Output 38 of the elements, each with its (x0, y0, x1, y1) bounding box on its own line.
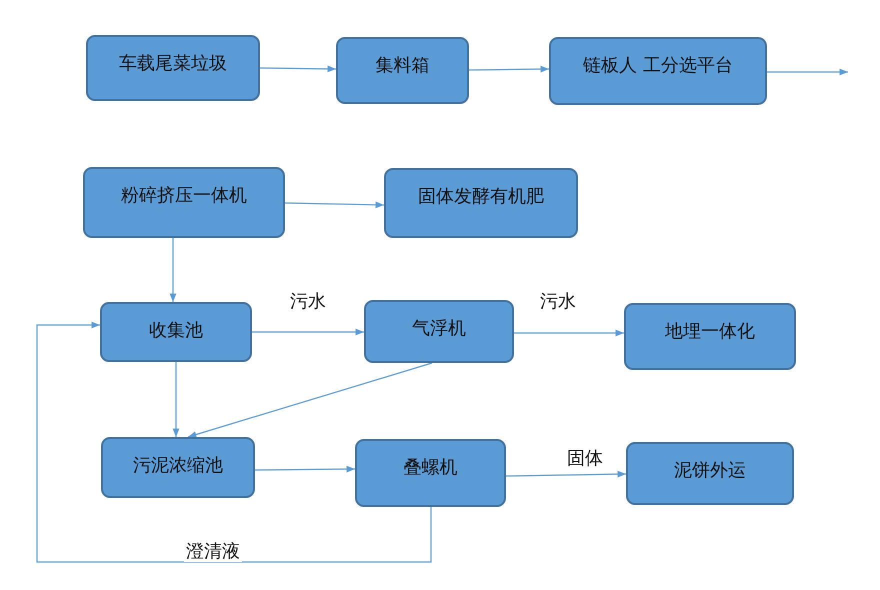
process-box (83, 167, 285, 238)
process-box (624, 303, 796, 370)
arrow (255, 466, 355, 472)
process-box (364, 300, 514, 363)
process-box (626, 442, 794, 505)
box-label: 车载尾菜垃圾 (119, 52, 227, 75)
box-label: 固体发酵有机肥 (418, 185, 544, 208)
edge-label: 污水 (538, 292, 578, 312)
arrow (284, 201, 384, 208)
process-box (384, 168, 578, 238)
arrow (260, 66, 336, 72)
process-box (86, 35, 260, 101)
arrow (170, 238, 176, 302)
edge-label: 澄清液 (184, 542, 242, 562)
process-box (101, 437, 255, 498)
arrow (188, 362, 432, 438)
box-label: 泥饼外运 (674, 459, 746, 482)
box-label: 集料箱 (376, 54, 430, 77)
box-label: 收集池 (149, 319, 203, 342)
edge-label: 固体 (565, 449, 605, 469)
process-box (100, 302, 252, 362)
arrow (172, 362, 180, 437)
arrow (506, 470, 626, 478)
box-label: 地埋一体化 (665, 320, 755, 343)
process-box (355, 439, 506, 507)
box-label: 链板人 工分选平台 (583, 54, 733, 77)
box-label: 叠螺机 (404, 456, 458, 479)
arrow (469, 66, 549, 72)
process-box (549, 37, 767, 105)
edge-label: 污水 (288, 292, 328, 312)
arrow (252, 328, 364, 336)
box-label: 粉碎挤压一体机 (121, 184, 247, 207)
box-label: 气浮机 (412, 317, 466, 340)
box-label: 污泥浓缩池 (133, 454, 223, 477)
arrow (36, 322, 432, 563)
arrow (514, 330, 624, 336)
arrow (767, 68, 848, 76)
process-box (336, 37, 469, 104)
